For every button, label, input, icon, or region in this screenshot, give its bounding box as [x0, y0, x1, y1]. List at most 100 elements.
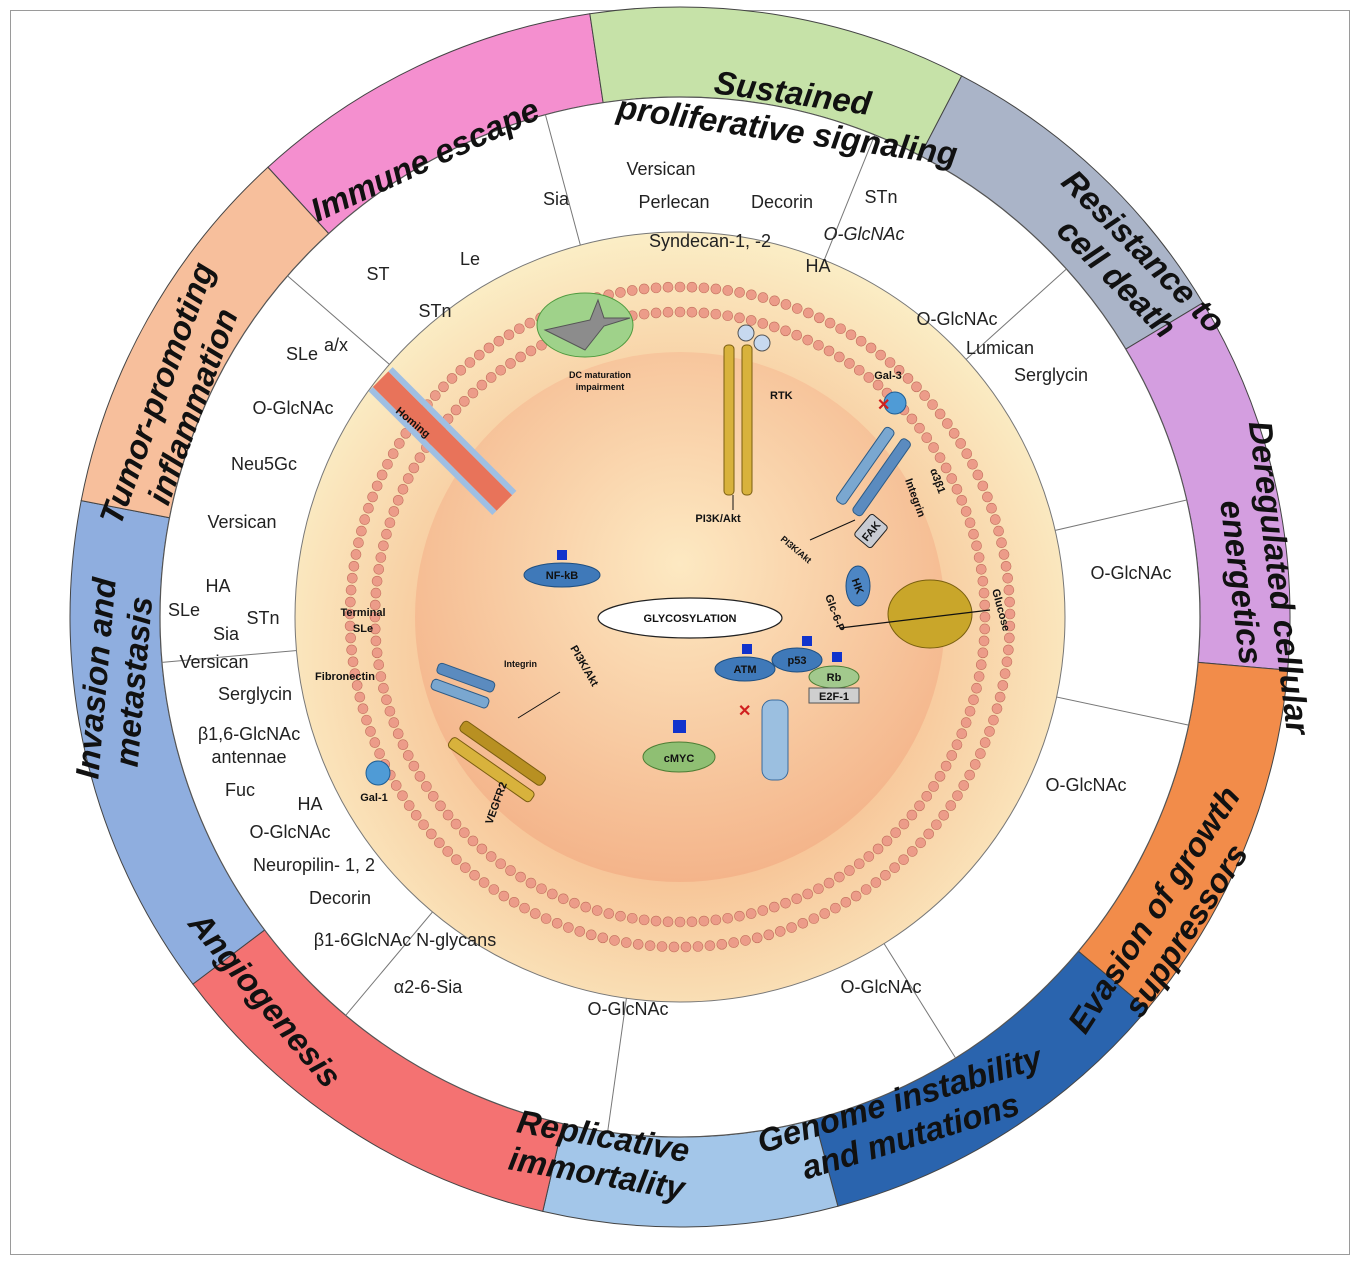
lipid-head: [370, 635, 382, 647]
lipid-head: [536, 883, 547, 895]
lipid-head: [934, 452, 946, 463]
lipid-head: [880, 869, 891, 881]
cmyc-glcnac: [673, 720, 686, 733]
lipid-head: [710, 914, 722, 926]
e2f1-box: [808, 687, 860, 704]
mol-stn: STn: [418, 301, 451, 321]
lipid-head: [359, 514, 371, 525]
rb-label: Rb: [827, 672, 842, 684]
lipid-head: [680, 941, 692, 953]
lipid-head: [529, 908, 541, 919]
lipid-head: [469, 869, 480, 881]
fak-box: [854, 513, 888, 549]
mol-sle-ax: SLe: [286, 344, 318, 364]
lipid-head: [686, 916, 698, 928]
lipid-head: [686, 306, 698, 318]
lipid-head: [597, 932, 609, 944]
lipid-head: [745, 908, 757, 919]
lipid-head: [650, 915, 662, 927]
hk-enzyme: [845, 565, 871, 607]
lipid-head: [948, 428, 960, 439]
lipid-head: [945, 800, 957, 811]
lipid-head: [1003, 644, 1014, 656]
lipid-head: [585, 929, 597, 941]
lipid-head: [349, 668, 361, 679]
lipid-head: [757, 318, 769, 329]
lipid-head: [942, 418, 953, 429]
lipid-head: [374, 748, 385, 759]
lipid-head: [951, 739, 963, 750]
lipid-head: [952, 790, 963, 801]
lipid-head: [780, 299, 792, 310]
mol-antennae: antennae: [211, 747, 286, 767]
lipid-head: [388, 506, 400, 517]
lipid-head: [977, 480, 989, 492]
lipid-head: [455, 364, 467, 376]
lipid-head: [365, 726, 376, 737]
block-x-icon: ✕: [877, 397, 890, 414]
lipid-head: [346, 644, 357, 656]
lipid-head: [813, 339, 824, 351]
mol-perlecan: Perlecan: [638, 192, 709, 212]
integrin-right: [836, 426, 911, 517]
lipid-head: [791, 329, 803, 341]
lipid-head: [982, 491, 993, 503]
lipid-head: [978, 587, 990, 599]
lipid-head: [884, 357, 896, 368]
lipid-head: [347, 656, 359, 668]
mol-serglycin-1: Serglycin: [1014, 365, 1088, 385]
lipid-head: [408, 760, 420, 772]
lipid-head: [626, 912, 638, 924]
mol-sia-2: Sia: [213, 624, 240, 644]
lipid-head: [363, 502, 374, 514]
lipid-head: [346, 572, 358, 584]
lipid-head: [958, 780, 970, 791]
lipid-head: [371, 647, 383, 659]
cmyc-label: cMYC: [664, 753, 695, 765]
lipid-head: [875, 349, 886, 361]
lipid-head: [686, 281, 698, 293]
glcnac-square: [557, 550, 567, 560]
lipid-head: [378, 540, 389, 552]
lipid-head: [906, 413, 918, 425]
mol-sia: Sia: [543, 189, 570, 209]
molecule-labels: Sia Le ST STn Versican Perlecan Decorin …: [168, 159, 1172, 1019]
lipid-head: [803, 307, 814, 319]
mol-st: ST: [366, 264, 389, 284]
lipid-head: [464, 357, 476, 368]
lipid-head: [429, 390, 441, 401]
lipid-head: [934, 771, 946, 782]
mol-oglcnac-8: O-GlcNAc: [253, 398, 334, 418]
lipid-head: [906, 809, 918, 821]
lipid-head: [710, 308, 722, 320]
lipid-head: [375, 552, 387, 563]
lipid-head: [919, 390, 931, 401]
lipid-head: [971, 540, 982, 552]
lipid-head: [662, 916, 674, 928]
lipid-head: [476, 843, 488, 855]
lipid-head: [345, 632, 356, 644]
lipid-head: [902, 373, 914, 384]
lipid-head: [893, 364, 905, 376]
lipid-head: [397, 790, 408, 801]
lipid-head: [551, 917, 563, 929]
lipid-head: [722, 912, 734, 924]
lipid-head: [674, 306, 686, 318]
lipid-head: [508, 896, 520, 908]
rtk-receptor: [723, 324, 771, 496]
lipid-head: [769, 295, 780, 307]
lipid-head: [968, 528, 979, 540]
lipid-head: [946, 750, 958, 761]
lipid-head: [414, 452, 426, 463]
lipid-head: [525, 345, 537, 357]
lipid-head: [931, 819, 942, 831]
lipid-head: [373, 563, 385, 575]
mol-oglcnac-5: O-GlcNAc: [841, 977, 922, 997]
lipid-head: [369, 737, 381, 748]
lipid-head: [898, 818, 910, 830]
lipid-head: [993, 525, 1004, 537]
lipid-head: [418, 819, 429, 831]
lipid-head: [914, 800, 925, 812]
